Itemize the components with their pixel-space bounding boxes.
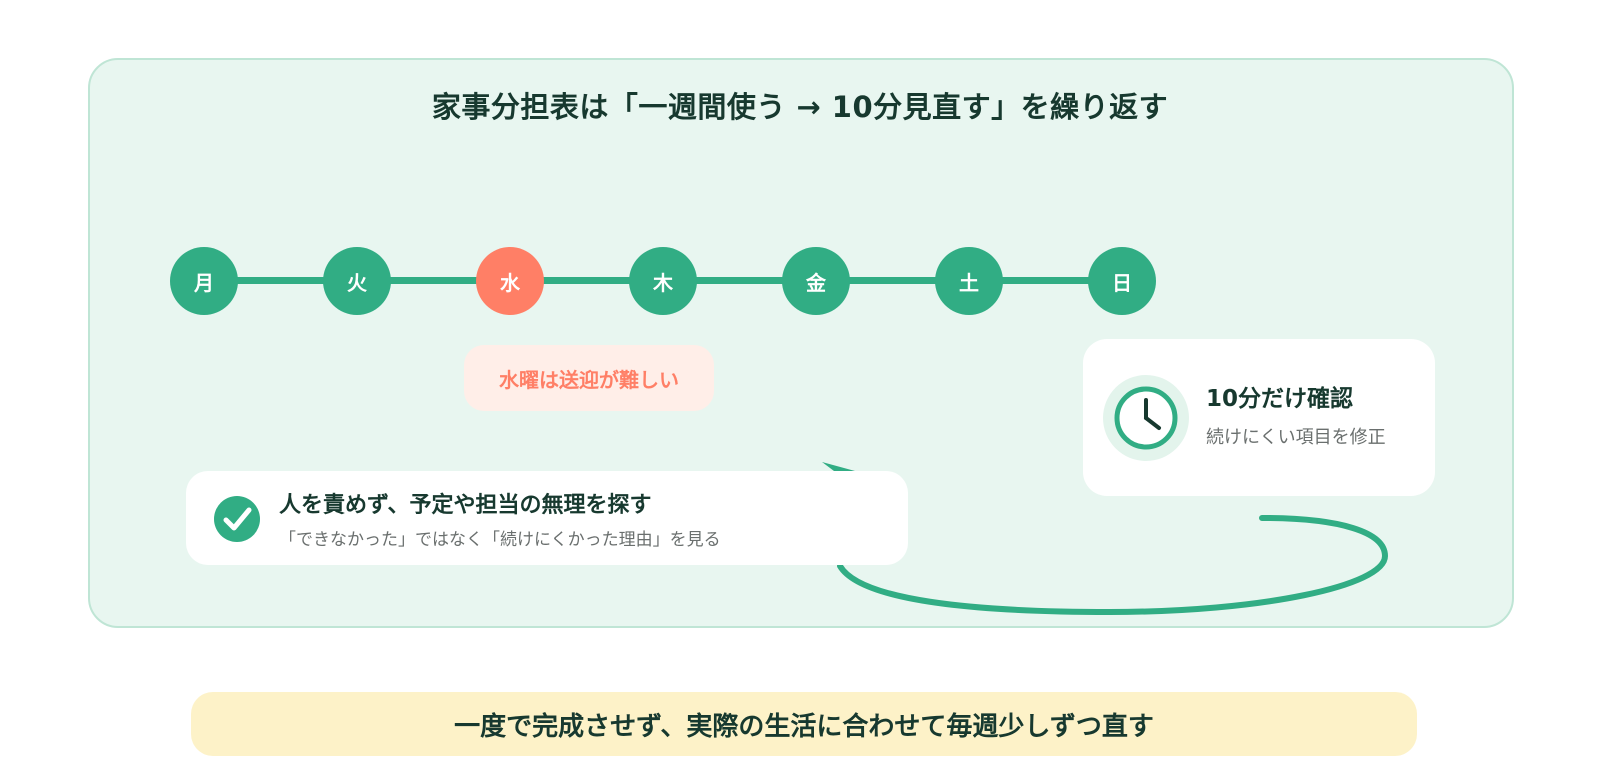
- day-node-mon: 月: [170, 247, 238, 315]
- day-node-thu: 木: [629, 247, 697, 315]
- check-in-card: 10分だけ確認 続けにくい項目を修正: [1083, 339, 1435, 496]
- day-node-fri: 金: [782, 247, 850, 315]
- day-node-sun: 日: [1088, 247, 1156, 315]
- summary-banner: 一度で完成させず、実際の生活に合わせて毎週少しずつ直す: [191, 692, 1417, 756]
- review-subtitle: 「できなかった」ではなく「続けにくかった理由」を見る: [279, 530, 721, 550]
- day-node-tue: 火: [323, 247, 391, 315]
- wednesday-alert-chip: 水曜は送迎が難しい: [464, 345, 714, 411]
- review-title: 人を責めず、予定や担当の無理を探す: [279, 493, 652, 518]
- diagram-title: 家事分担表は「一週間使う → 10分見直す」を繰り返す: [431, 90, 1169, 124]
- check-in-title: 10分だけ確認: [1206, 386, 1354, 412]
- review-card: 人を責めず、予定や担当の無理を探す 「できなかった」ではなく「続けにくかった理由…: [186, 471, 908, 565]
- check-in-subtitle: 続けにくい項目を修正: [1206, 427, 1386, 448]
- clock-icon: [1103, 375, 1189, 461]
- day-node-wed: 水: [476, 247, 544, 315]
- check-circle-icon: [214, 496, 260, 542]
- day-node-sat: 土: [935, 247, 1003, 315]
